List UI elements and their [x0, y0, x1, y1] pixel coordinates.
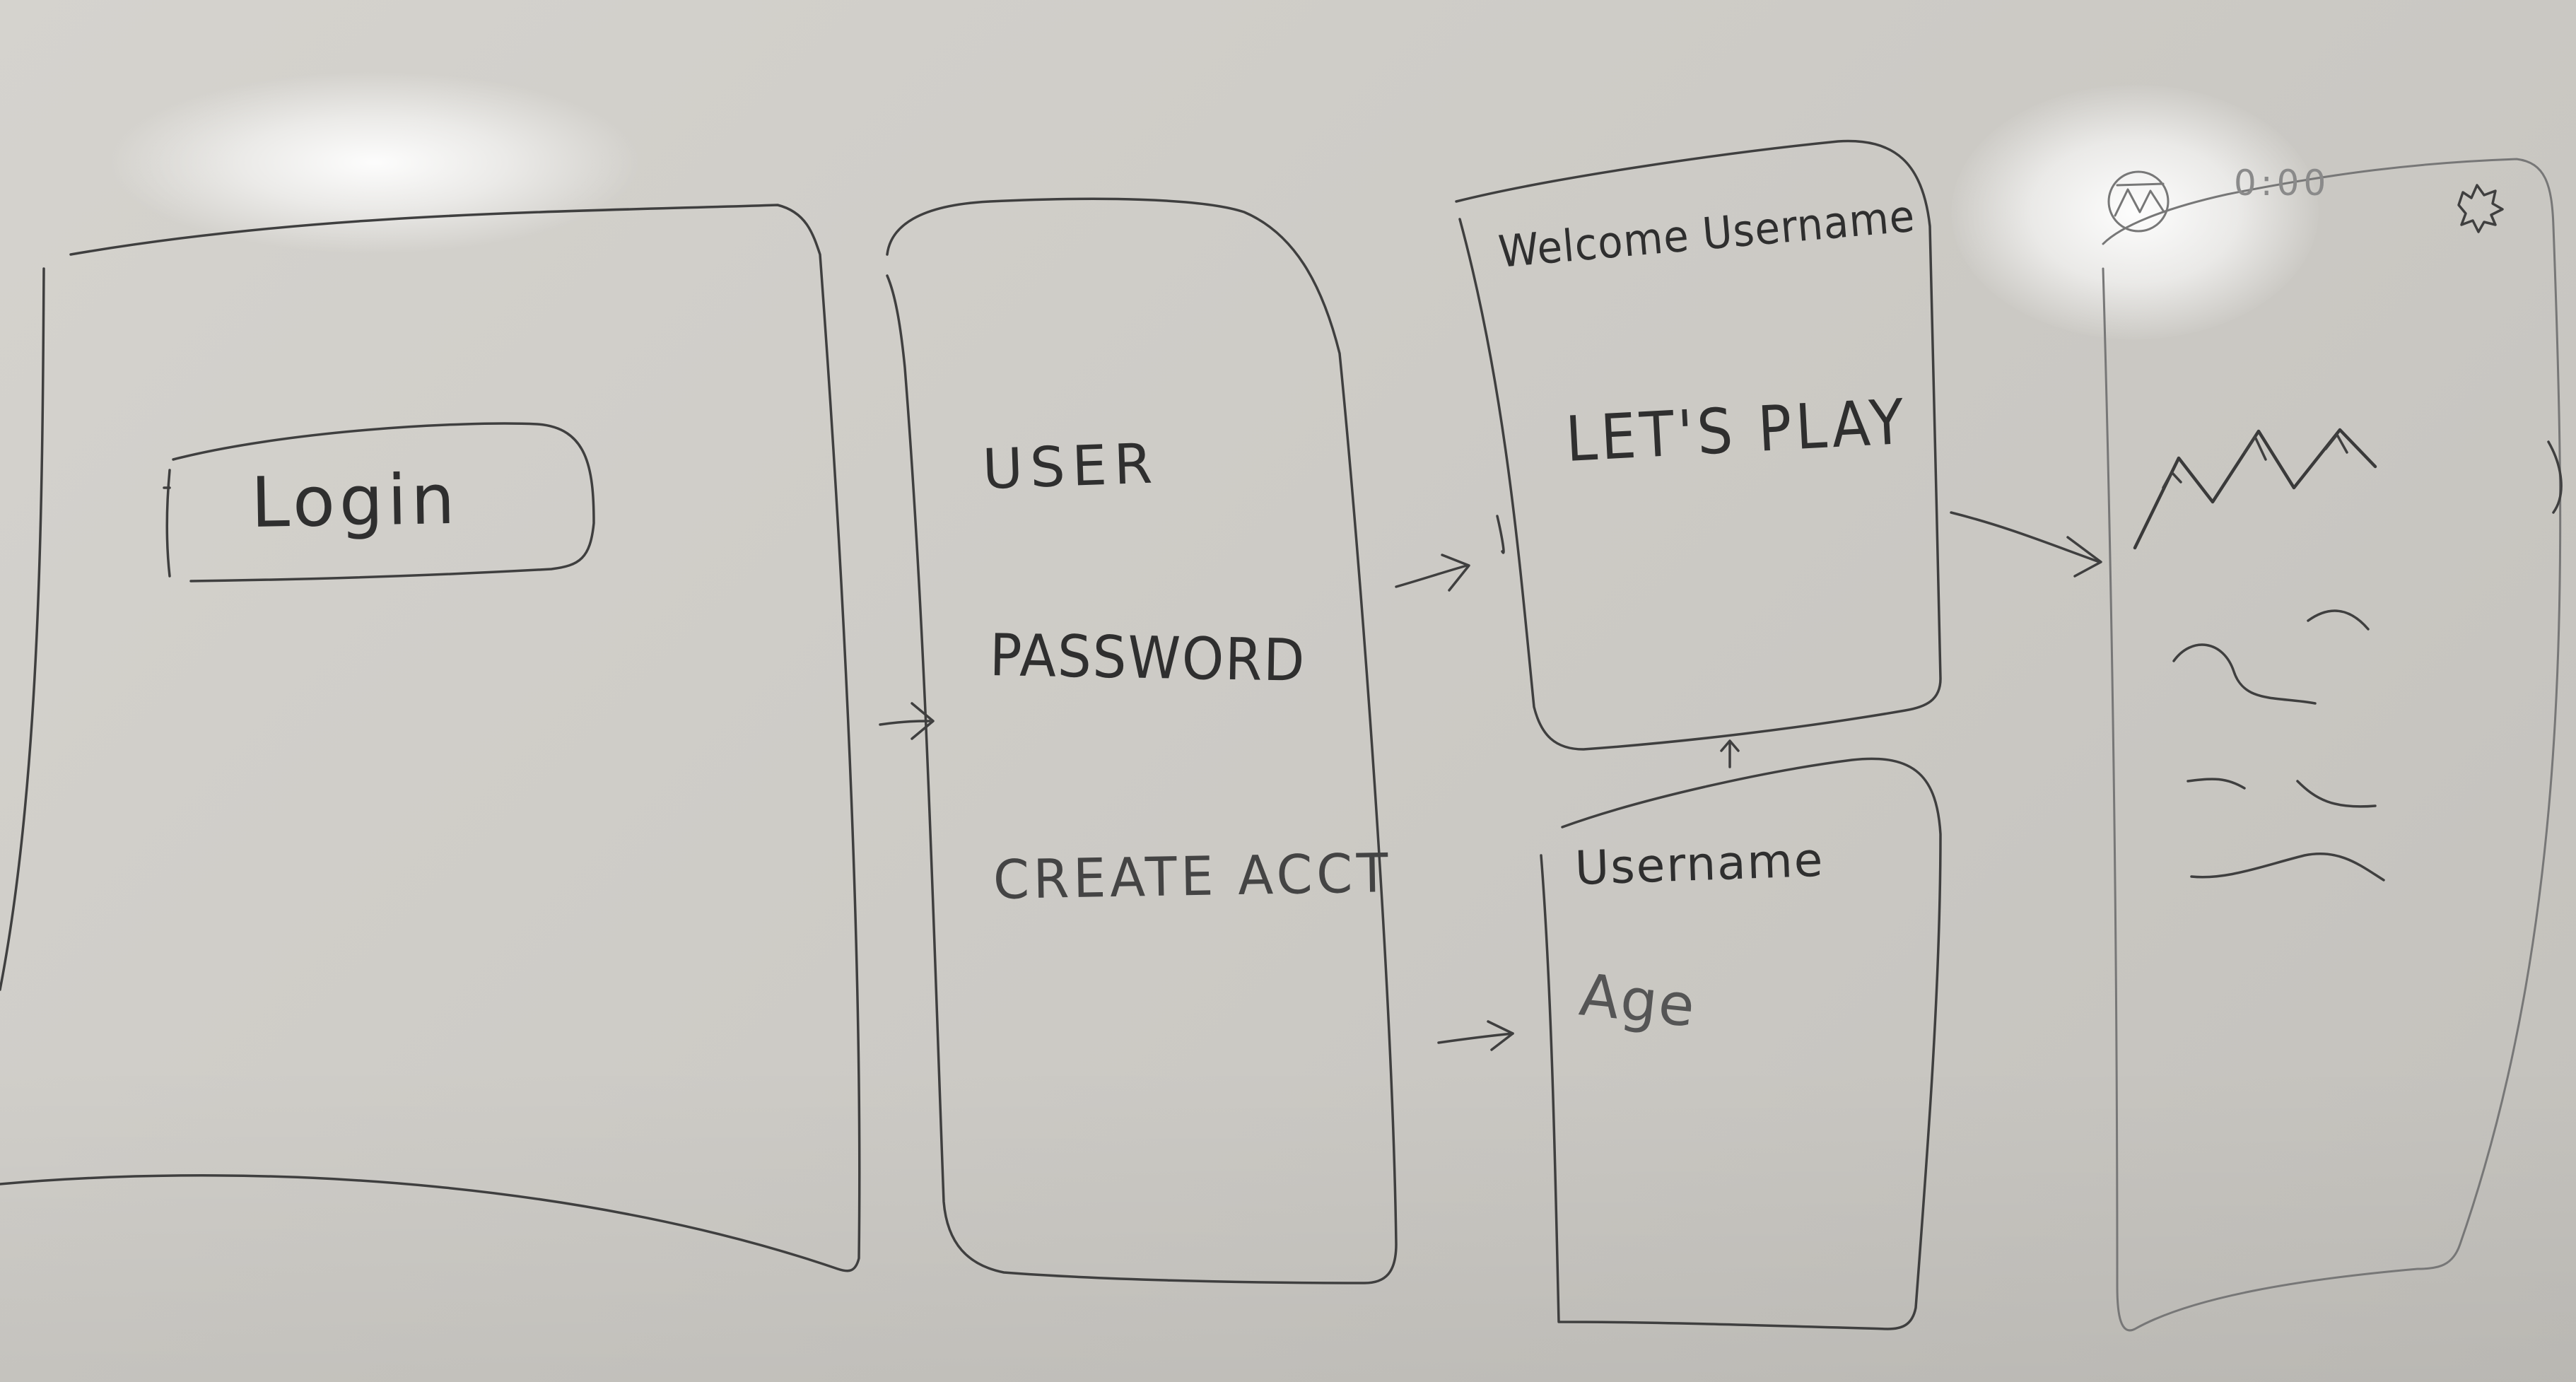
- username-field-label: Username: [1574, 832, 1825, 896]
- water-waves: [2172, 609, 2385, 882]
- login-button: [163, 422, 595, 582]
- flow-arrow: [1950, 511, 2102, 578]
- flow-arrow: [1395, 554, 1470, 592]
- whiteboard-shadow: [0, 1060, 2576, 1382]
- settings-icon: [2457, 184, 2504, 233]
- login-button-label: Login: [250, 459, 460, 544]
- game-timer: 0:00: [2234, 163, 2331, 204]
- map-icon: [2107, 170, 2170, 233]
- password-field-label: PASSWORD: [989, 622, 1307, 695]
- flow-arrow: [1720, 739, 1740, 768]
- age-field-label: Age: [1576, 961, 1699, 1041]
- credentials-screen-frame: [886, 197, 1398, 1284]
- profile-screen-frame: [1540, 757, 1942, 1330]
- mountain-graphic: [2133, 428, 2377, 550]
- welcome-screen-frame: [1455, 139, 1942, 751]
- game-screen-frame: [2102, 158, 2563, 1332]
- login-screen-frame: [0, 204, 861, 1272]
- user-field-label: USER: [981, 432, 1161, 502]
- create-account-label: CREATE ACCT: [993, 841, 1393, 911]
- flow-arrow: [1437, 1020, 1514, 1051]
